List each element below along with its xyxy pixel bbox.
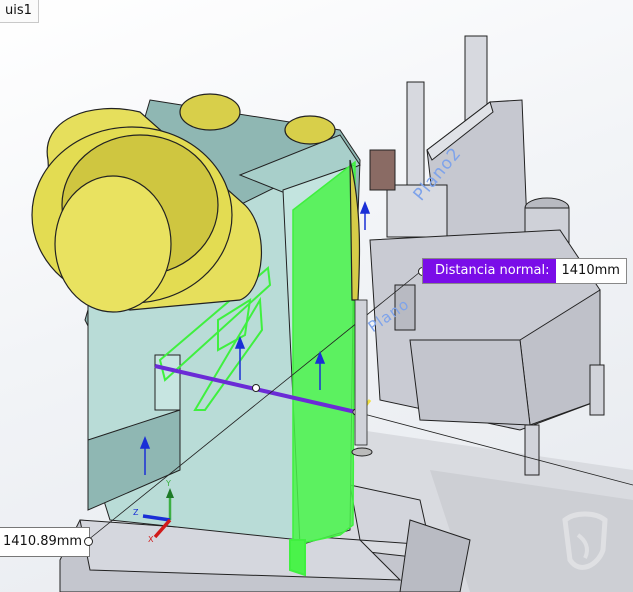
direction-arrows: [139, 200, 371, 475]
svg-text:X: X: [148, 535, 154, 544]
svg-text:Y: Y: [165, 479, 171, 488]
svg-text:Z: Z: [133, 508, 139, 517]
distance-anchor-dot: [84, 537, 93, 546]
document-tab[interactable]: uis1: [0, 0, 39, 23]
distance-callout[interactable]: 1410.89mm: [0, 527, 90, 557]
distance-value: 1410.89mm: [3, 534, 83, 549]
measure-geometry: [87, 271, 633, 541]
coordinate-triad: Y Z X: [133, 479, 174, 544]
right-machine: [369, 35, 605, 476]
flywheel: [31, 93, 361, 313]
normal-distance-label: Distancia normal:: [423, 259, 556, 283]
base-rails: [59, 484, 471, 592]
normal-distance-callout[interactable]: Distancia normal: 1410mm: [422, 258, 627, 284]
normal-distance-value: 1410mm: [555, 259, 626, 283]
shield-leaf-logo-icon: [562, 511, 608, 570]
document-tab-label: uis1: [5, 3, 32, 18]
